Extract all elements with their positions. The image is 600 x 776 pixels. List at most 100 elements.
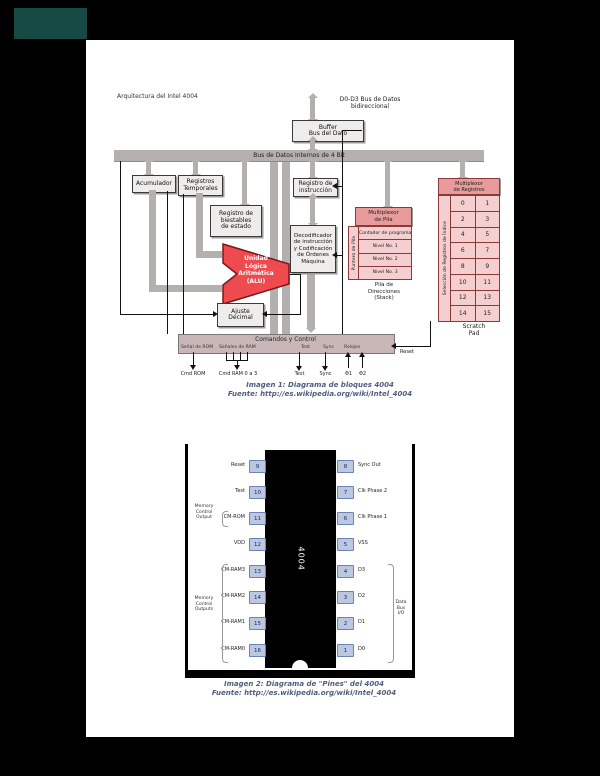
control-bar-title: Comandos y Control: [255, 336, 316, 343]
acumulador-label: Acumulador: [135, 179, 173, 187]
pin-number: 1: [337, 644, 354, 657]
reg-cell: 12: [451, 290, 475, 306]
grp2-line3: Outputs: [194, 607, 214, 612]
phi2-label: Φ2: [358, 371, 367, 377]
stack-rows: Contador de programa Nivel No. 1 Nivel N…: [358, 226, 412, 280]
cmd-ram-line4: [247, 352, 248, 361]
pin-row: Test 10 7 Clk Phase 2: [185, 486, 415, 499]
pin-number: 16: [249, 644, 266, 657]
buffer-box: Buffer Bus del Dato: [292, 120, 364, 142]
reset-arrow: [391, 343, 396, 349]
control-test: Test: [301, 345, 311, 350]
reset-line-h: [395, 346, 431, 347]
pin-number: 5: [337, 538, 354, 551]
decod-line3: y Codificación: [293, 245, 333, 252]
pin-right-label: D0: [358, 646, 366, 652]
decod-line2: de instrucción: [293, 239, 333, 246]
external-data-bus-arrow: [307, 93, 318, 124]
alu-out-v: [300, 274, 301, 314]
pin-row: CM-RAM3 13 4 D3: [185, 565, 415, 578]
grp2-line1: Memory: [194, 596, 214, 601]
reg-cell: 11: [475, 274, 499, 290]
stack-row-1: Nivel No. 1: [359, 240, 412, 253]
pin-left-label: CM-RAM2: [221, 593, 245, 599]
figure2-caption-source[interactable]: Fuente: http://es.wikipedia.org/wiki/Int…: [211, 689, 397, 697]
scratchpad-line1: Scratch: [462, 323, 486, 330]
pin-number: 14: [249, 591, 266, 604]
external-bus-label: D0-D3 Bus de Datos bidireccional: [318, 96, 422, 110]
control-senal-rom: Señal de ROM: [181, 345, 214, 350]
cmd-ram-line1: [226, 352, 227, 361]
reg-cell: 3: [475, 211, 499, 227]
memory-control-output-label: Memory Control Output: [189, 504, 219, 521]
bus-arrow-reginstr: [307, 157, 318, 182]
control-senales-ram: Señales de RAM: [219, 345, 256, 350]
grp3-line2: I/O: [397, 611, 405, 616]
pinout-figure: 4004 Reset 9 8 Sync Out Test 10 7 Clk Ph…: [185, 444, 415, 678]
grp1-line3: Output: [196, 515, 212, 520]
control-sync: Sync: [323, 345, 335, 350]
chip-body: 4004: [265, 450, 336, 668]
phi1-label: Φ1: [344, 371, 353, 377]
document-page: Arquitectura del Intel 4004 D0-D3 Bus de…: [86, 40, 514, 737]
reg-cell: 1: [475, 196, 499, 211]
bus-arrow-regtemp: [190, 157, 201, 179]
mux-registros-box: Multiplexor de Registros: [438, 178, 500, 195]
pin-right-label: D3: [358, 567, 366, 573]
pin-right-label: VSS: [358, 540, 368, 546]
buffer-bus-arrow: [307, 136, 318, 154]
cmd-ram-line2: [233, 352, 234, 361]
decod-line4: de Órdenes: [297, 252, 329, 259]
ajuste-line2: Decimal: [228, 314, 253, 321]
flags-line3: de estado: [221, 223, 251, 231]
reg-cell: 0: [451, 196, 475, 211]
loop-line-v: [120, 161, 121, 314]
test-line: [299, 352, 300, 367]
pin-number: 3: [337, 591, 354, 604]
reset-label: Reset: [400, 349, 414, 355]
register-grid: 0 1 2 3 4 5 6 7 8 9 10 11 12 13 14 15: [450, 195, 500, 322]
alu-bus-path-1: [270, 162, 278, 334]
bus-arrow-flags: [239, 157, 250, 209]
pin-number: 12: [249, 538, 266, 551]
acum-alu-elbow-h: [149, 285, 222, 292]
cmd-ram-label: Cmd RAM 0 a 3: [218, 371, 258, 377]
flags-line2: biestables: [220, 216, 252, 224]
stack-row-3: Nivel No. 3: [359, 266, 412, 279]
scratchpad-caption: Scratch Pad: [452, 323, 496, 337]
acum-alu-elbow-v: [149, 190, 156, 292]
reg-cell: 2: [451, 211, 475, 227]
reg-cell: 14: [451, 306, 475, 321]
regtemp-line1: Registros: [186, 178, 215, 185]
pin-right-label: Sync Out: [358, 462, 381, 468]
reg-cell: 6: [451, 243, 475, 258]
data-bus-brace: [388, 564, 394, 663]
bus-arrow-acumulador: [143, 157, 154, 179]
cmd-rom-label: Cmd ROM: [180, 371, 206, 377]
alu-out-arrowhead: [262, 311, 267, 317]
feeder-line-2: [183, 194, 184, 334]
grp1-line2: Control: [195, 509, 213, 515]
alu-line2: Lógica: [245, 262, 267, 270]
muxreg-line1: Multiplexor: [455, 180, 483, 187]
cmd-rom-line: [193, 352, 194, 366]
phi2-line: [362, 354, 363, 368]
reginstr-decod-arrow: [307, 193, 318, 228]
alu-polygon: [222, 242, 290, 306]
pin-left-label: Test: [235, 488, 245, 494]
loop-line-h: [120, 314, 214, 315]
pin-number: 6: [337, 512, 354, 525]
regtemp-line2: Temporales: [183, 184, 218, 192]
bus-arrow-muxpila: [382, 157, 393, 211]
pin-left-label: VDD: [233, 540, 245, 546]
loop-arrowhead: [213, 311, 218, 317]
control-relojes: Relojes: [344, 345, 361, 350]
muxreg-line2: de Registros: [453, 186, 485, 193]
figure1-caption-source[interactable]: Fuente: http://es.wikipedia.org/wiki/Int…: [227, 390, 413, 398]
reg-cell: 8: [451, 259, 475, 274]
figure1-caption-title: Imagen 1: Diagrama de bloques 4004: [246, 381, 394, 389]
stack-caption-2: Direcciones: [368, 288, 400, 295]
branch-decod-h: [337, 255, 342, 256]
cm-rom-brace: [222, 511, 228, 527]
alu-out-h1: [290, 274, 300, 275]
